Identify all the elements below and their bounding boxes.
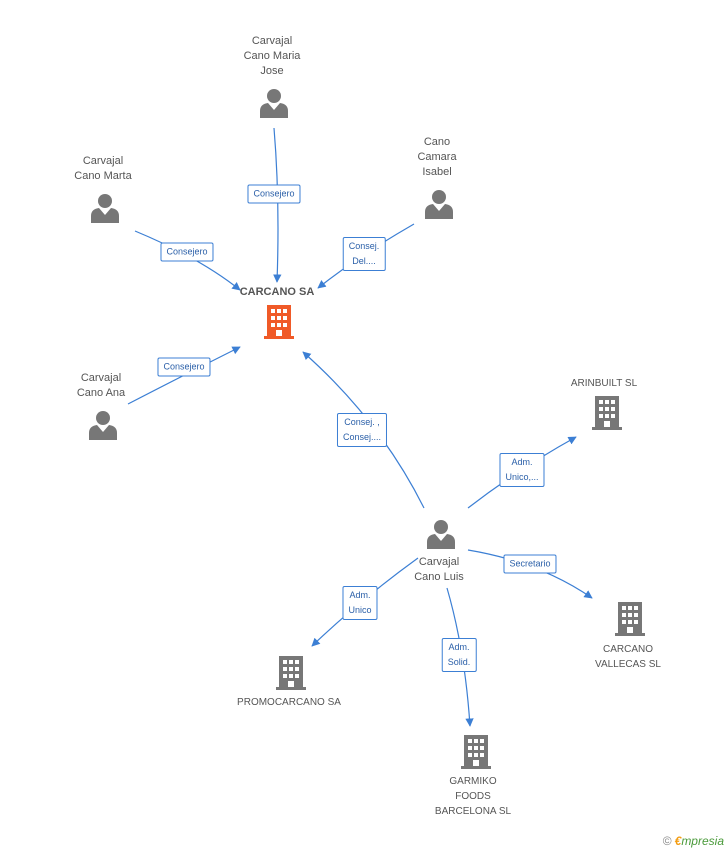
edge-maria-jose — [273, 127, 282, 283]
building-icon[interactable] — [461, 735, 491, 769]
edge-label-luis-promocarcano[interactable]: Adm. Unico — [342, 586, 378, 620]
center-company-label[interactable]: CARCANO SA — [239, 286, 315, 298]
company-label-promocarcano[interactable]: PROMOCARCANO SA — [237, 697, 341, 708]
edge-label-isabel[interactable]: Consej. Del.... — [342, 237, 386, 271]
person-label-cano-marta[interactable]: Carvajal Cano Marta — [74, 155, 132, 182]
person-icon[interactable] — [260, 89, 288, 118]
person-icon[interactable] — [89, 411, 117, 440]
person-icon[interactable] — [427, 520, 455, 549]
person-label-cano-camara-isabel[interactable]: Cano Camara Isabel — [417, 136, 457, 178]
brand-logo-initial: € — [674, 834, 682, 848]
building-icon[interactable] — [615, 602, 645, 636]
person-label-cano-maria-jose[interactable]: Carvajal Cano Maria Jose — [243, 35, 301, 77]
building-icon[interactable] — [276, 656, 306, 690]
edge-label-maria-jose[interactable]: Consejero — [247, 184, 301, 204]
center-building-icon[interactable] — [264, 305, 294, 339]
brand-logo-text: mpresia — [681, 834, 724, 848]
edge-label-marta[interactable]: Consejero — [160, 242, 214, 262]
edge-label-ana[interactable]: Consejero — [157, 357, 211, 377]
person-icon[interactable] — [91, 194, 119, 223]
building-icon[interactable] — [592, 396, 622, 430]
edge-label-luis-vallecas[interactable]: Secretario — [503, 554, 557, 574]
watermark: ©€mpresia — [663, 834, 724, 848]
person-icon[interactable] — [425, 190, 453, 219]
company-label-carcano-vallecas[interactable]: CARCANO VALLECAS SL — [595, 644, 661, 670]
edge-label-luis-center[interactable]: Consej. , Consej.... — [336, 413, 388, 447]
edge-label-luis-arinbuilt[interactable]: Adm. Unico,... — [499, 453, 545, 487]
company-label-arinbuilt[interactable]: ARINBUILT SL — [570, 378, 638, 389]
person-label-cano-luis[interactable]: Carvajal Cano Luis — [414, 556, 464, 583]
copyright-symbol: © — [662, 834, 672, 848]
person-label-cano-ana[interactable]: Carvajal Cano Ana — [76, 372, 126, 399]
edge-label-luis-garmiko[interactable]: Adm. Solid. — [441, 638, 477, 672]
company-label-garmiko[interactable]: GARMIKO FOODS BARCELONA SL — [434, 776, 512, 817]
